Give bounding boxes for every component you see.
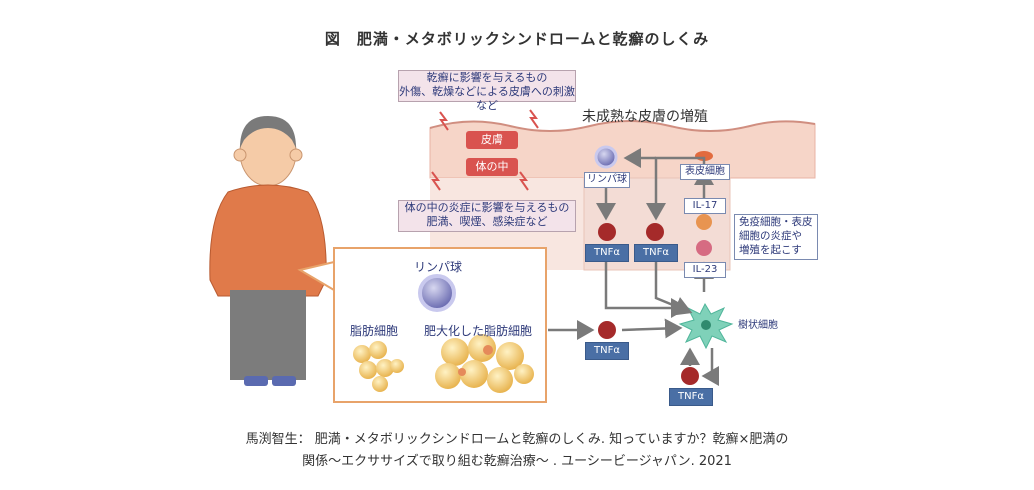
immune-note-box: 免疫細胞・表皮 細胞の炎症や 増殖を起こす [734,214,818,260]
inner-factors-line1: 体の中の炎症に影響を与えるもの [404,201,570,214]
immune-note-line2: 細胞の炎症や [739,230,802,242]
lymphocyte-inset-cell [418,274,456,312]
tnf-cell-right [646,223,664,241]
arrow [646,156,706,221]
tnf-label-left: TNFα [585,244,629,262]
dendritic-nucleus [701,320,711,330]
lightning-icon [529,109,539,129]
il17-label: IL-17 [684,198,726,214]
arrow [701,348,719,386]
immune-note-line3: 増殖を起こす [739,244,802,256]
inner-factors-line2: 肥満、喫煙、感染症など [426,215,548,228]
outer-factors-line2: 外傷、乾燥などによる皮膚への刺激など [399,85,575,112]
lightning-icon [431,171,441,191]
man-pants [230,290,306,380]
il23-cell [696,240,712,256]
inner-factors-callout: 体の中の炎症に影響を与えるもの 肥満、喫煙、感染症など [398,200,576,232]
figure-title: 図 肥満・メタボリックシンドロームと乾癬のしくみ [324,30,710,48]
tnf-label-mid: TNFα [585,342,629,360]
fat-cells-label: 脂肪細胞 [350,324,399,338]
immature-skin-label: 未成熟な皮膚の増殖 [582,109,708,125]
arrow [621,318,683,339]
il23-label: IL-23 [684,262,726,278]
outer-factors-line1: 乾癬に影響を与えるもの [426,71,548,84]
arrow [654,260,693,316]
tnf-label-right: TNFα [634,244,678,262]
man-ear-right [289,148,303,162]
enlarged-fat-cells-label: 肥大化した脂肪細胞 [424,324,533,338]
lymphocyte-top-label: リンパ球 [584,172,630,188]
arrow [604,260,689,318]
caption-line2: 関係〜エクササイズで取り組む乾癬治療〜 . ユーシービージャパン. 2021 [302,454,732,469]
man-shoe-right [272,376,296,386]
immune-note-line1: 免疫細胞・表皮 [739,216,813,228]
fat-cells-small [353,341,404,392]
dendritic-cell-label: 樹状細胞 [738,320,778,331]
tnf-cell-left [598,223,616,241]
fat-cells-enlarged [435,334,534,393]
caption-line1: 馬渕智生： 肥満・メタボリックシンドロームと乾癬のしくみ. 知っていますか？乾癬… [245,432,789,447]
man-figure [209,116,327,386]
tnf-cell-mid [598,321,616,339]
tnf-cell-bottom [681,367,699,385]
lightning-icon [439,111,449,131]
il17-cell [696,214,712,230]
lightning-icon [519,171,529,191]
man-body [209,184,327,297]
epidermal-cell-label: 表皮細胞 [680,164,730,180]
lymphocyte-top-cell [594,145,618,169]
tnf-label-bottom: TNFα [669,388,713,406]
skin-wave-line [429,120,816,132]
man-hair [240,116,296,148]
body-tag: 体の中 [466,158,518,176]
inset-pointer [297,260,335,292]
outer-factors-callout: 乾癬に影響を与えるもの 外傷、乾燥などによる皮膚への刺激など [398,70,576,112]
man-ear-left [233,148,247,162]
lymphocyte-inset-label: リンパ球 [414,260,463,274]
skin-tag: 皮膚 [466,131,518,149]
man-shoe-left [244,376,268,386]
